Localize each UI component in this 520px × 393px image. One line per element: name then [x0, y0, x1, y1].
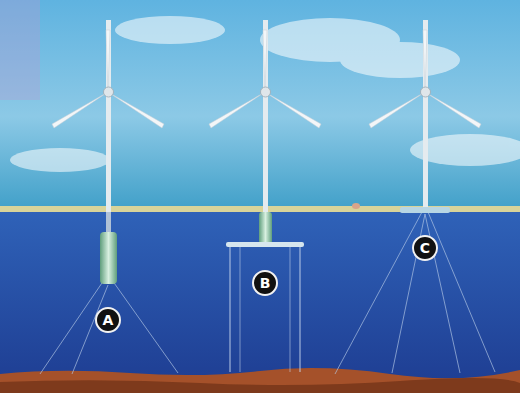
- buoy: [352, 203, 360, 209]
- turbine-c: [369, 20, 481, 213]
- callout-letter: A: [103, 313, 114, 327]
- mooring-lines: [40, 212, 495, 374]
- seabed: [0, 368, 520, 393]
- turbine-b: [209, 20, 321, 247]
- tension-tendons: [230, 245, 300, 372]
- callout-letter: B: [260, 276, 271, 290]
- sky: [0, 0, 520, 212]
- turbine-a: [52, 20, 164, 284]
- sky-tint: [0, 0, 40, 100]
- callout-circle: A: [95, 307, 121, 333]
- callout-circle: C: [412, 235, 438, 261]
- sea: [0, 212, 520, 378]
- callout-letter: C: [420, 241, 430, 255]
- horizon: [0, 206, 520, 212]
- seabed-shade: [0, 378, 520, 393]
- callout-circle: B: [252, 270, 278, 296]
